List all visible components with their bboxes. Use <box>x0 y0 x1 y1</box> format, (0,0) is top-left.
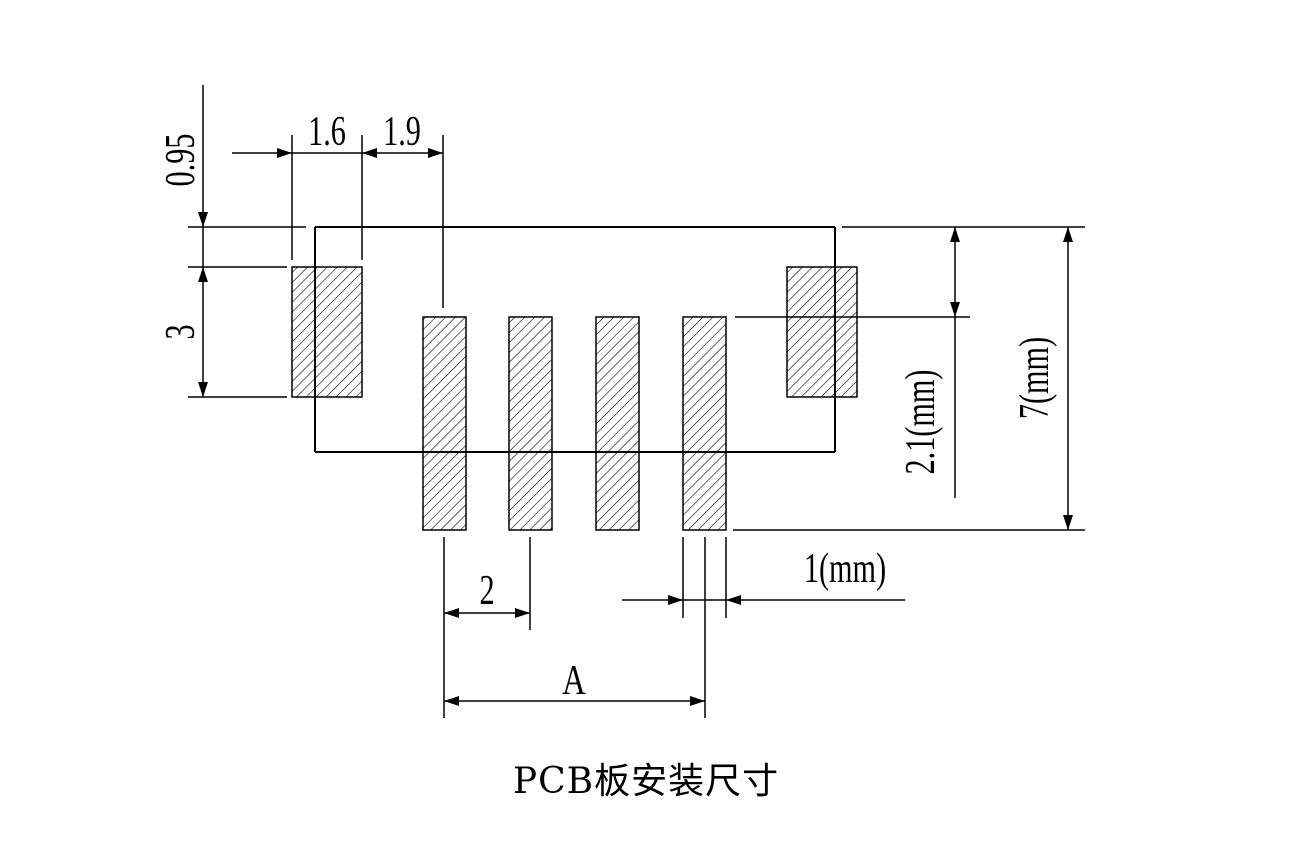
dimension-body-height: 2.1(mm) <box>735 226 1085 498</box>
side-pad-width-label: 1.6 <box>308 107 346 154</box>
pin-width-label: 1(mm) <box>804 544 886 591</box>
pin-pitch-label: 2 <box>479 566 494 613</box>
side-pad-height-label: 3 <box>156 324 203 339</box>
signal-pin-2 <box>508 316 553 531</box>
dimension-side-pad-height: 3 <box>156 267 287 398</box>
connector-body-overlay <box>314 227 836 453</box>
drawing-caption: PCB板安装尺寸 <box>512 761 780 802</box>
dimension-side-pad-width: 1.6 <box>232 107 363 260</box>
dimension-pin-width: 1(mm) <box>622 537 905 618</box>
dimension-side-pad-offset: 1.9 <box>362 107 444 308</box>
total-height-label: 7(mm) <box>1010 337 1057 419</box>
side-pad-offset-label: 1.9 <box>383 107 421 154</box>
total-span-label: A <box>562 657 586 704</box>
body-height-label: 2.1(mm) <box>896 370 943 475</box>
signal-pin-1 <box>422 316 467 531</box>
dimension-total-height: 7(mm) <box>733 227 1085 531</box>
dimension-total-span: A <box>444 537 706 718</box>
signal-pin-4 <box>682 316 727 531</box>
signal-pin-3 <box>595 316 640 531</box>
dimension-pin-pitch: 2 <box>443 537 531 718</box>
right-mounting-pad <box>786 266 858 398</box>
left-mounting-pad <box>291 266 363 398</box>
top-gap-label: 0.95 <box>156 134 203 187</box>
connector-body-outline <box>314 226 836 453</box>
dimension-top-gap: 0.95 <box>156 85 306 268</box>
